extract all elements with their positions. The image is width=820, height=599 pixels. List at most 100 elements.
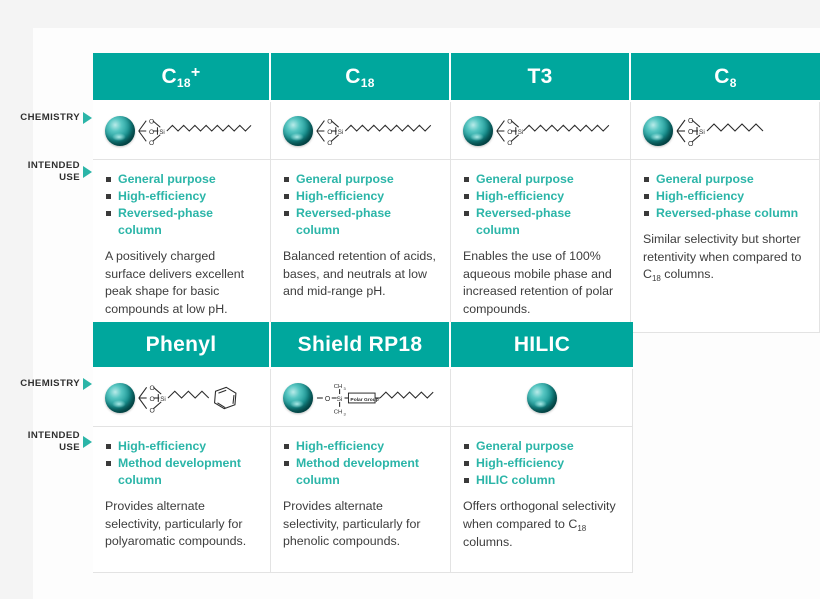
svg-text:Si: Si xyxy=(159,128,164,135)
chemistry-row: O O O Si xyxy=(93,369,633,427)
svg-text:O: O xyxy=(149,140,154,147)
row-label-line1: INTENDED xyxy=(27,160,80,171)
silica-particle-icon xyxy=(643,115,673,146)
intended-use-cell-phenyl: High-efficiency Method development colum… xyxy=(93,427,271,573)
column-header-c18: C18 xyxy=(271,53,451,102)
bullet-item: General purpose xyxy=(463,438,620,455)
table-reversed-phase-columns: C18+ C18 T3 C8 xyxy=(93,53,820,333)
svg-text:O: O xyxy=(327,118,332,125)
bullet-item: Method development column xyxy=(283,455,438,489)
intended-use-cell-hilic: General purpose High-efficiency HILIC co… xyxy=(451,427,633,573)
bullet-list: General purpose High-efficiency HILIC co… xyxy=(463,438,620,489)
chemistry-cell-c18plus: O O O Si xyxy=(93,102,271,160)
column-header-t3: T3 xyxy=(451,53,631,102)
bullet-item: High-efficiency xyxy=(105,188,258,205)
header-superscript: + xyxy=(190,63,201,81)
chemistry-cell-hilic xyxy=(451,369,633,427)
bullet-item: High-efficiency xyxy=(463,188,618,205)
table-grid: C18+ C18 T3 C8 xyxy=(93,53,820,333)
triangle-right-icon xyxy=(83,378,92,390)
svg-text:CH: CH xyxy=(334,409,343,415)
chemistry-cell-c18: O O O Si xyxy=(271,102,451,160)
description-part: columns. xyxy=(463,535,513,549)
description-text: Balanced retention of acids, bases, and … xyxy=(283,249,436,298)
column-header-hilic: HILIC xyxy=(451,322,633,369)
silica-particle-icon xyxy=(105,382,135,413)
intended-use-cell-t3: General purpose High-efficiency Reversed… xyxy=(451,160,631,333)
silica-particle-icon xyxy=(105,115,135,146)
row-label-text: CHEMISTRY xyxy=(20,112,80,123)
silica-particle-icon xyxy=(526,382,557,413)
column-header-shield-rp18: Shield RP18 xyxy=(271,322,451,369)
svg-text:O: O xyxy=(327,140,332,147)
bullet-list: High-efficiency Method development colum… xyxy=(283,438,438,489)
header-subscript: 18 xyxy=(360,75,375,90)
svg-text:O: O xyxy=(688,129,694,136)
table-grid: Phenyl Shield RP18 HILIC xyxy=(93,322,633,573)
silica-bead-c18-chain-icon: O O O Si xyxy=(283,110,446,152)
intended-use-cell-c18: General purpose High-efficiency Reversed… xyxy=(271,160,451,333)
triangle-right-icon xyxy=(83,436,92,448)
intended-use-cell-shield-rp18: High-efficiency Method development colum… xyxy=(271,427,451,573)
chemistry-cell-c8: O O O Si xyxy=(631,102,820,160)
row-label-line2: USE xyxy=(59,442,80,453)
svg-text:Polar Group: Polar Group xyxy=(350,396,378,402)
svg-text:CH: CH xyxy=(334,384,343,390)
triangle-right-icon xyxy=(83,166,92,178)
header-subscript: 8 xyxy=(729,75,737,90)
silica-bead-bare-icon xyxy=(455,382,628,413)
bullet-list: General purpose High-efficiency Reversed… xyxy=(283,171,438,239)
bullet-item: High-efficiency xyxy=(463,455,620,472)
bullet-item: High-efficiency xyxy=(283,438,438,455)
row-label-line1: INTENDED xyxy=(27,430,80,441)
silica-bead-phenyl-chain-icon: O O O Si xyxy=(105,376,266,420)
bullet-item: General purpose xyxy=(463,171,618,188)
silica-bead-c18-chain-icon: O O O Si xyxy=(105,110,266,152)
column-header-c8: C8 xyxy=(631,53,820,102)
svg-text:O: O xyxy=(325,395,331,402)
intended-use-cell-c8: General purpose High-efficiency Reversed… xyxy=(631,160,820,333)
description-text: Similar selectivity but shorter retentiv… xyxy=(643,231,807,285)
svg-text:O: O xyxy=(150,407,155,414)
header-text: C xyxy=(161,64,177,88)
row-label-line2: USE xyxy=(59,172,80,183)
bullet-item: Reversed-phase column xyxy=(643,205,807,222)
silica-bead-c8-chain-icon: O O O Si xyxy=(643,110,815,152)
bullet-list: General purpose High-efficiency Reversed… xyxy=(463,171,618,239)
svg-text:O: O xyxy=(507,140,512,147)
svg-text:O: O xyxy=(150,385,155,392)
silica-bead-t3-chain-icon: O O O Si xyxy=(463,110,626,152)
description-text: Offers orthogonal selectivity when compa… xyxy=(463,498,620,552)
bullet-list: High-efficiency Method development colum… xyxy=(105,438,258,489)
description-subscript: 18 xyxy=(651,274,661,283)
bullet-item: Method development column xyxy=(105,455,258,489)
bullet-item: Reversed-phase column xyxy=(283,205,438,239)
header-subscript: 18 xyxy=(176,75,191,90)
svg-text:O: O xyxy=(149,128,154,135)
description-text: A positively charged surface delivers ex… xyxy=(105,249,245,316)
bullet-item: General purpose xyxy=(643,171,807,188)
bullet-item: General purpose xyxy=(105,171,258,188)
description-text: Provides alternate selectivity, particul… xyxy=(105,499,247,548)
silica-particle-icon xyxy=(283,382,313,413)
triangle-right-icon xyxy=(83,112,92,124)
bullet-item: HILIC column xyxy=(463,472,620,489)
svg-text:Si: Si xyxy=(518,128,523,135)
bullet-item: High-efficiency xyxy=(105,438,258,455)
bullet-item: Reversed-phase column xyxy=(105,205,258,239)
description-text: Enables the use of 100% aqueous mobile p… xyxy=(463,249,614,316)
svg-text:O: O xyxy=(327,128,332,135)
column-header-phenyl: Phenyl xyxy=(93,322,271,369)
chemistry-cell-t3: O O O Si xyxy=(451,102,631,160)
chemistry-cell-phenyl: O O O Si xyxy=(93,369,271,427)
silica-particle-icon xyxy=(283,115,313,146)
row-label-chemistry-1: CHEMISTRY xyxy=(0,112,92,124)
description-text: Provides alternate selectivity, particul… xyxy=(283,499,421,548)
svg-text:Si: Si xyxy=(338,128,343,135)
bullet-item: High-efficiency xyxy=(283,188,438,205)
